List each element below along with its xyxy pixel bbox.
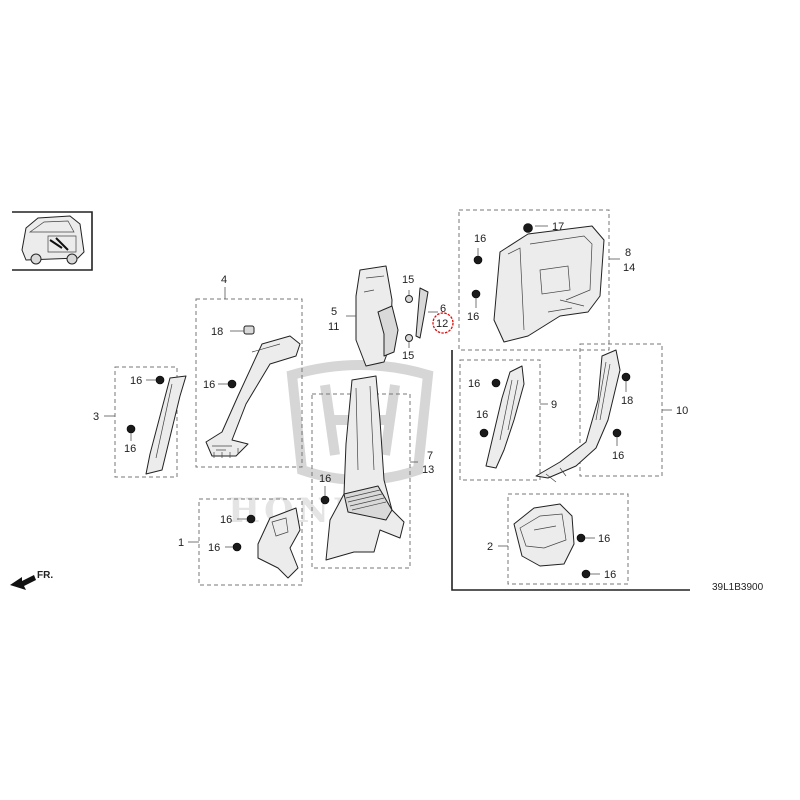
clip-icon: [126, 424, 136, 434]
group-box-2: [507, 493, 629, 585]
group-box-8: [458, 209, 610, 351]
callout-16: 16: [203, 379, 215, 391]
part-4-pillar-trim: [205, 335, 301, 457]
diagram-code: 39L1B3900: [712, 582, 764, 593]
callout-18: 18: [621, 395, 633, 407]
callout-15: 15: [402, 274, 414, 286]
callout-16: 16: [604, 569, 616, 581]
part-8-rear-side-trim: [493, 225, 605, 343]
part-6-trim-strip: [415, 287, 429, 339]
callout-8: 8: [625, 247, 631, 259]
callout-1: 1: [178, 537, 184, 549]
callout-16: 16: [468, 378, 480, 390]
clip-icon: [155, 375, 165, 385]
front-direction-label: FR.: [37, 570, 53, 581]
clip-icon: [471, 289, 481, 299]
callout-16: 16: [220, 514, 232, 526]
callout-7: 7: [427, 450, 433, 462]
group-bracket: [451, 350, 690, 591]
callout-16: 16: [130, 375, 142, 387]
callout-3: 3: [93, 411, 99, 423]
callout-16: 16: [612, 450, 624, 462]
part-5-grip-handle: [377, 305, 399, 357]
bolt-icon: [405, 295, 413, 303]
callout-9: 9: [551, 399, 557, 411]
callout-17: 17: [552, 221, 564, 233]
clip-icon: [232, 542, 242, 552]
part-2-lower-rear-trim: [513, 503, 575, 567]
vehicle-locator: [12, 211, 93, 271]
part-5-pillar-upper: [355, 265, 393, 367]
callout-15: 15: [402, 350, 414, 362]
callout-16: 16: [319, 473, 331, 485]
part-10-rear-pillar-trim: [535, 349, 621, 479]
callout-4: 4: [221, 274, 227, 286]
clip-icon: [576, 533, 586, 543]
clip-icon: [320, 495, 330, 505]
callout-14: 14: [623, 262, 635, 274]
callout-6: 6: [440, 303, 446, 315]
callout-16: 16: [124, 443, 136, 455]
callout-2: 2: [487, 541, 493, 553]
part-1-lower-trim: [257, 507, 301, 579]
callout-16: 16: [598, 533, 610, 545]
bolt-icon: [405, 334, 413, 342]
callout-10: 10: [676, 405, 688, 417]
clip-icon: [243, 325, 255, 335]
group-box-3: [114, 366, 178, 478]
part-3-pillar-trim: [145, 375, 187, 475]
clip-icon: [581, 569, 591, 579]
callout-5: 5: [331, 306, 337, 318]
callout-13: 13: [422, 464, 434, 476]
callout-16: 16: [476, 409, 488, 421]
clip-icon: [523, 223, 533, 233]
callout-12: 12: [436, 318, 448, 330]
front-direction-arrow: [10, 575, 36, 590]
clip-icon: [621, 372, 631, 382]
clip-icon: [479, 428, 489, 438]
callout-16: 16: [467, 311, 479, 323]
group-box-1: [198, 498, 303, 586]
callout-18: 18: [211, 326, 223, 338]
clip-icon: [612, 428, 622, 438]
callout-11: 11: [328, 321, 339, 333]
group-box-4: [195, 298, 303, 468]
group-box-9: [459, 359, 541, 481]
callout-16: 16: [474, 233, 486, 245]
clip-icon: [246, 514, 256, 524]
clip-icon: [473, 255, 483, 265]
callout-highlight-circle: [432, 312, 454, 334]
clip-icon: [227, 379, 237, 389]
clip-icon: [491, 378, 501, 388]
callout-16: 16: [208, 542, 220, 554]
part-9-pillar-trim: [485, 365, 525, 469]
